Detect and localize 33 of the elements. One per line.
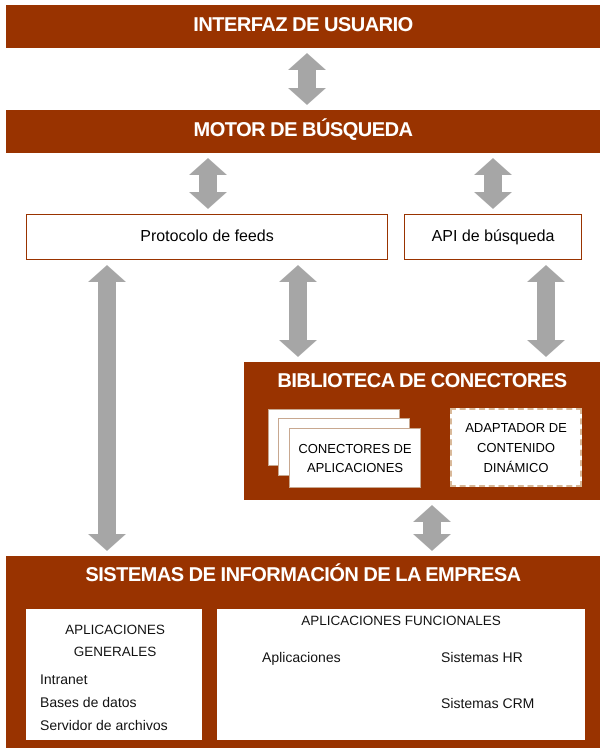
layer-title: BIBLIOTECA DE CONECTORES [276,370,568,393]
double-arrow [88,265,126,551]
layer-title: INTERFAZ DE USUARIO [192,14,414,37]
systems-box [25,608,203,741]
dashed-box [450,408,582,487]
layer-band [6,110,600,153]
double-arrow [279,265,317,357]
system-item: Aplicaciones [262,649,341,665]
component-label: API de búsqueda [432,228,554,246]
system-item: Intranet [40,671,88,687]
component-box [26,214,388,260]
double-arrow [189,158,227,209]
system-item: Sistemas CRM [441,695,534,711]
layer-panel [6,556,600,748]
system-item: Sistemas HR [441,649,523,665]
systems-box [216,608,586,741]
component-box [404,214,582,260]
component-label: CONECTORES DE APLICACIONES [297,440,413,477]
layer-title: SISTEMAS DE INFORMACIÓN DE LA EMPRESA [84,564,522,587]
system-item: Servidor de archivos [40,717,168,733]
component-label: ADAPTADOR DE CONTENIDO DINÁMICO [464,418,568,476]
layer-band [6,5,600,48]
document-sheet [289,428,421,488]
layer-panel [244,362,600,500]
box-heading: APLICACIONES FUNCIONALES [300,613,502,628]
layer-title: MOTOR DE BÚSQUEDA [192,119,414,142]
double-arrow [527,265,565,357]
box-heading: APLICACIONES GENERALES [64,621,166,661]
double-arrow [474,158,512,209]
double-arrow [413,505,451,551]
component-label: Protocolo de feeds [140,228,274,246]
system-item: Bases de datos [40,694,137,710]
double-arrow [288,53,326,105]
